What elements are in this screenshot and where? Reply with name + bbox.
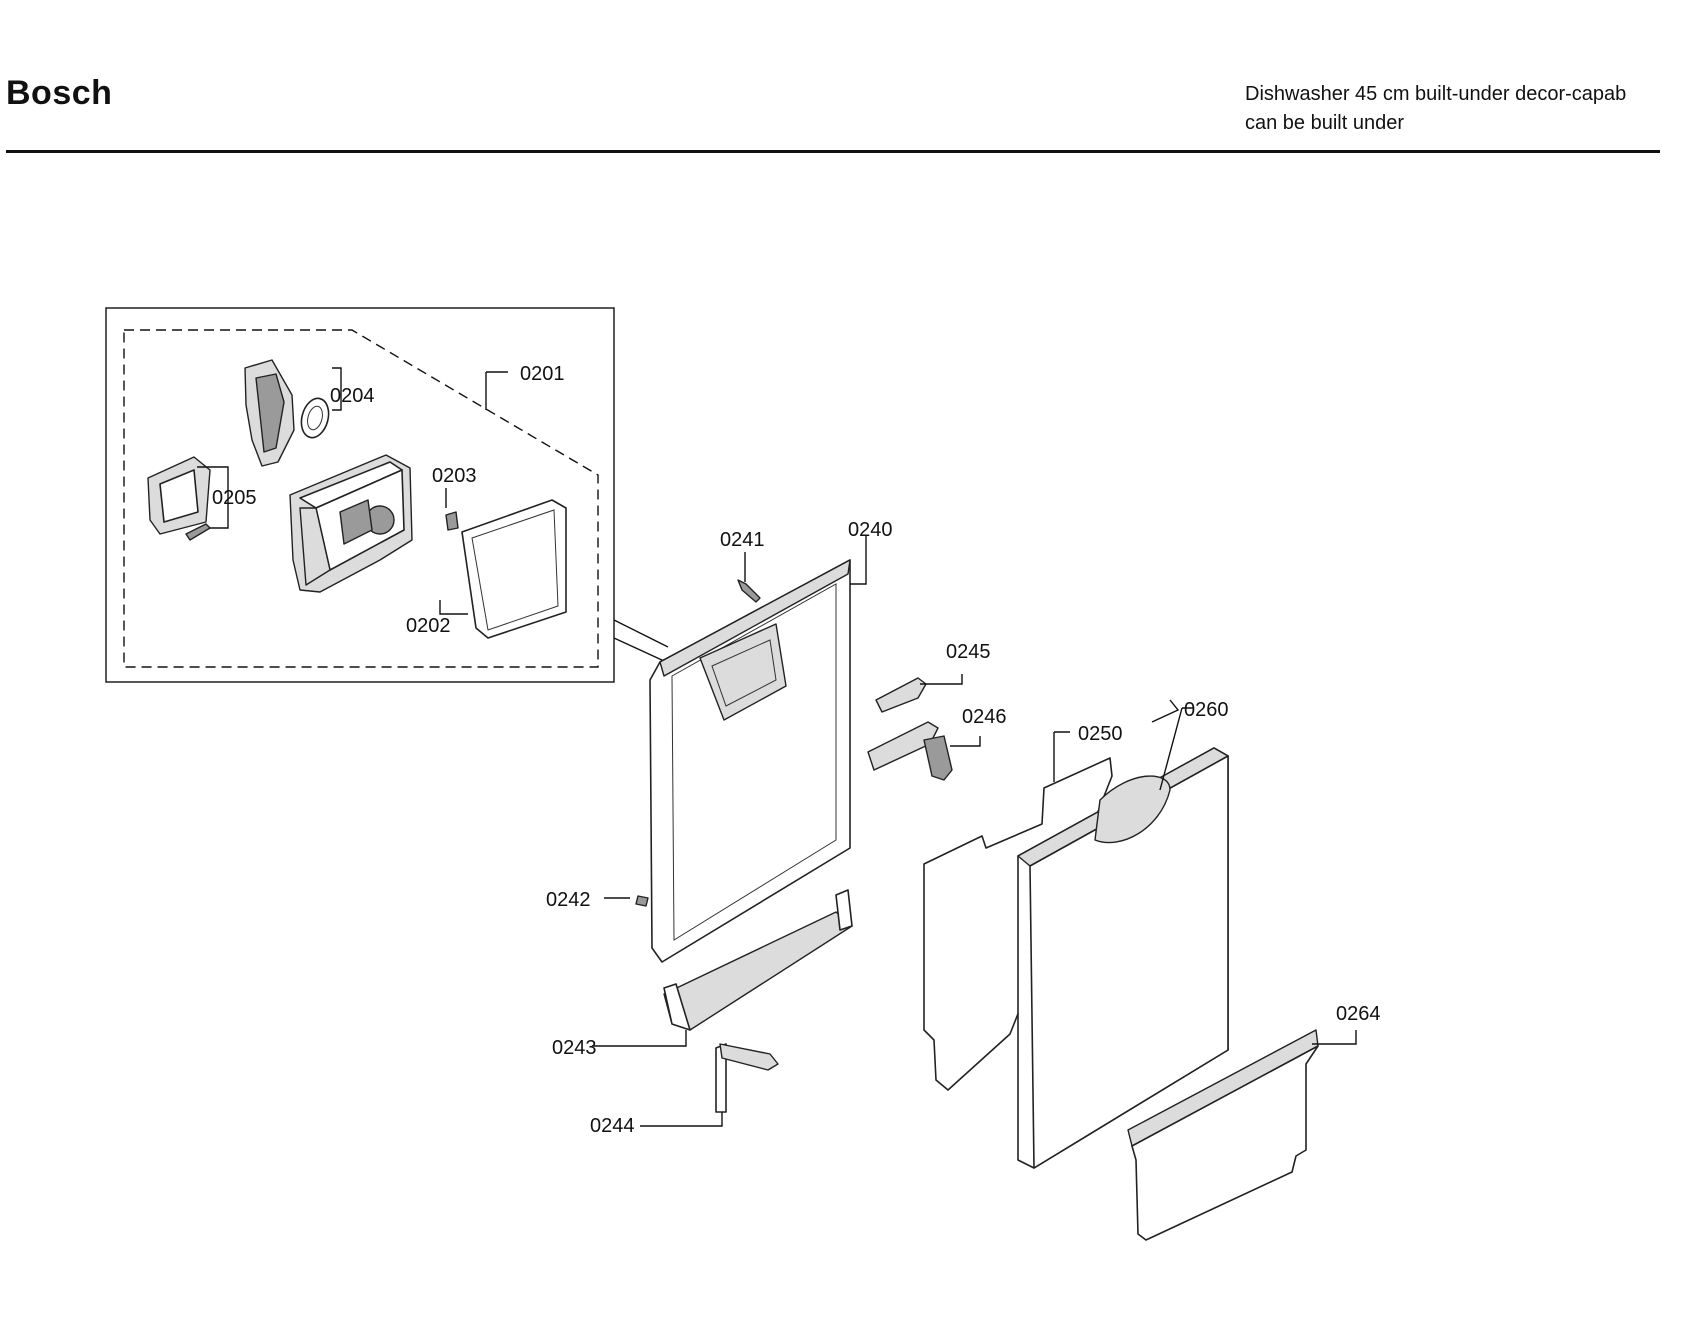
part-0260-outer-door [1017,747,1229,1169]
part-0202-seal [461,499,567,639]
part-0242-screw [635,895,649,907]
label-0204: 0204 [330,385,375,407]
inset-dashed-boundary [123,329,599,668]
brand-logo-text: Bosch [6,74,113,112]
part-0201-dispenser [289,454,413,593]
label-0241: 0241 [720,529,765,551]
inset-leader-lines [613,619,669,662]
label-0243: 0243 [552,1037,597,1059]
model-description-line-2: can be built under [1245,112,1405,134]
inset-frame [105,307,615,683]
label-0260: 0260 [1184,699,1229,721]
part-0240-inner-door [649,559,851,963]
part-0243-rail [663,889,853,1031]
part-0203-clip [445,511,459,531]
part-0264-plinth [1127,1029,1319,1241]
label-0242: 0242 [546,889,591,911]
label-0203: 0203 [432,465,477,487]
part-0204-cover [244,359,330,467]
model-description: Dishwasher 45 cm built-under decor-capab… [1245,80,1685,138]
part-0246-hinge [867,721,953,781]
part-0205-panel [147,456,211,541]
label-0264: 0264 [1336,1003,1381,1025]
label-0246: 0246 [962,706,1007,728]
label-0205: 0205 [212,487,257,509]
label-0202: 0202 [406,615,451,637]
label-0245: 0245 [946,641,991,663]
label-0201: 0201 [520,363,565,385]
detail-inset [105,307,669,683]
part-0241-screw [737,579,761,603]
label-0240: 0240 [848,519,893,541]
header-divider [6,150,1660,153]
part-0245-bracket [875,677,927,713]
part-0244-bracket [715,1043,779,1113]
model-description-line-1: Dishwasher 45 cm built-under decor-capab [1245,83,1627,105]
leader-lines [197,367,1357,1127]
label-0244: 0244 [590,1115,635,1137]
label-0250: 0250 [1078,723,1123,745]
